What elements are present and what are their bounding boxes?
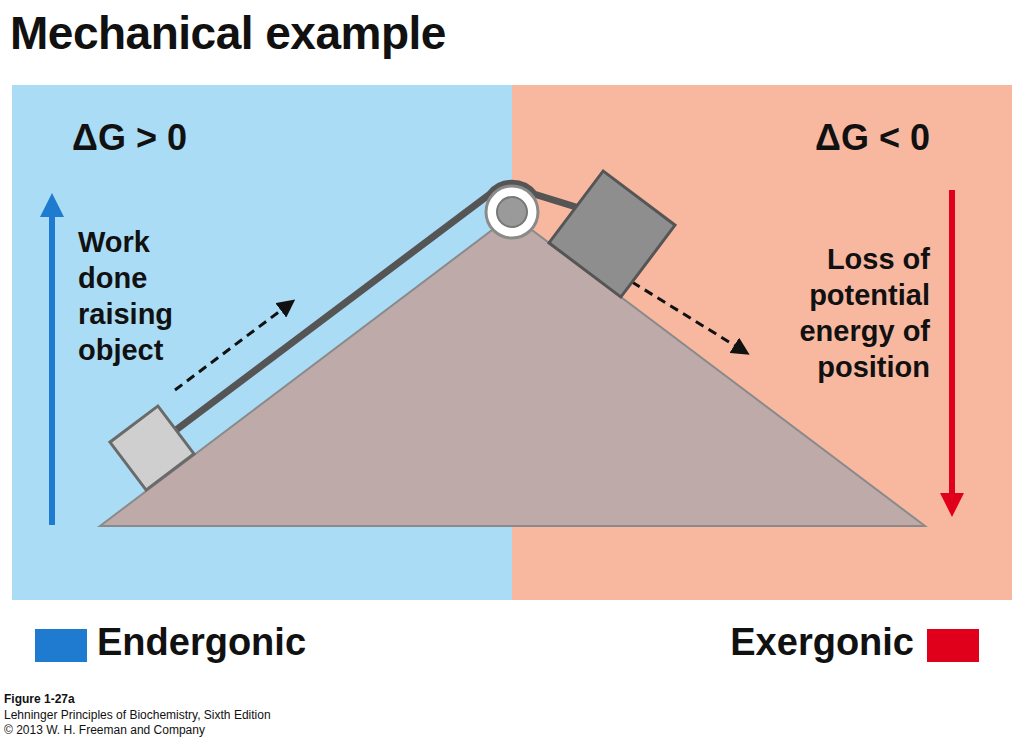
legend-swatch	[927, 629, 979, 662]
legend-text: Endergonic	[97, 621, 306, 664]
incline	[100, 215, 925, 526]
endergonic-band: ΔG > 0 Work done raising object	[12, 85, 512, 600]
source-line: Lehninger Principles of Biochemistry, Si…	[4, 708, 271, 722]
description: Loss of potential energy of position	[758, 242, 930, 386]
exergonic-band: ΔG < 0 Loss of potential energy of positi…	[512, 85, 1012, 600]
legend-text: Exergonic	[730, 621, 914, 664]
delta-g-label: ΔG > 0	[72, 117, 187, 158]
title: Mechanical example	[10, 6, 446, 60]
large-block	[549, 171, 675, 297]
energy-up-arrow	[49, 205, 55, 525]
description: Work done raising object	[78, 225, 210, 369]
pulley	[486, 186, 538, 238]
pulley-hub	[497, 197, 527, 227]
motion-arrow	[175, 305, 288, 390]
delta-g-label: ΔG < 0	[815, 117, 930, 158]
copyright-line: © 2013 W. H. Freeman and Company	[4, 723, 205, 737]
figure-caption: Figure 1-27a	[4, 692, 75, 706]
small-block	[110, 406, 194, 490]
motion-arrow	[632, 282, 742, 350]
rope	[176, 183, 576, 430]
energy-down-arrow	[949, 190, 955, 505]
legend-swatch	[35, 629, 87, 662]
